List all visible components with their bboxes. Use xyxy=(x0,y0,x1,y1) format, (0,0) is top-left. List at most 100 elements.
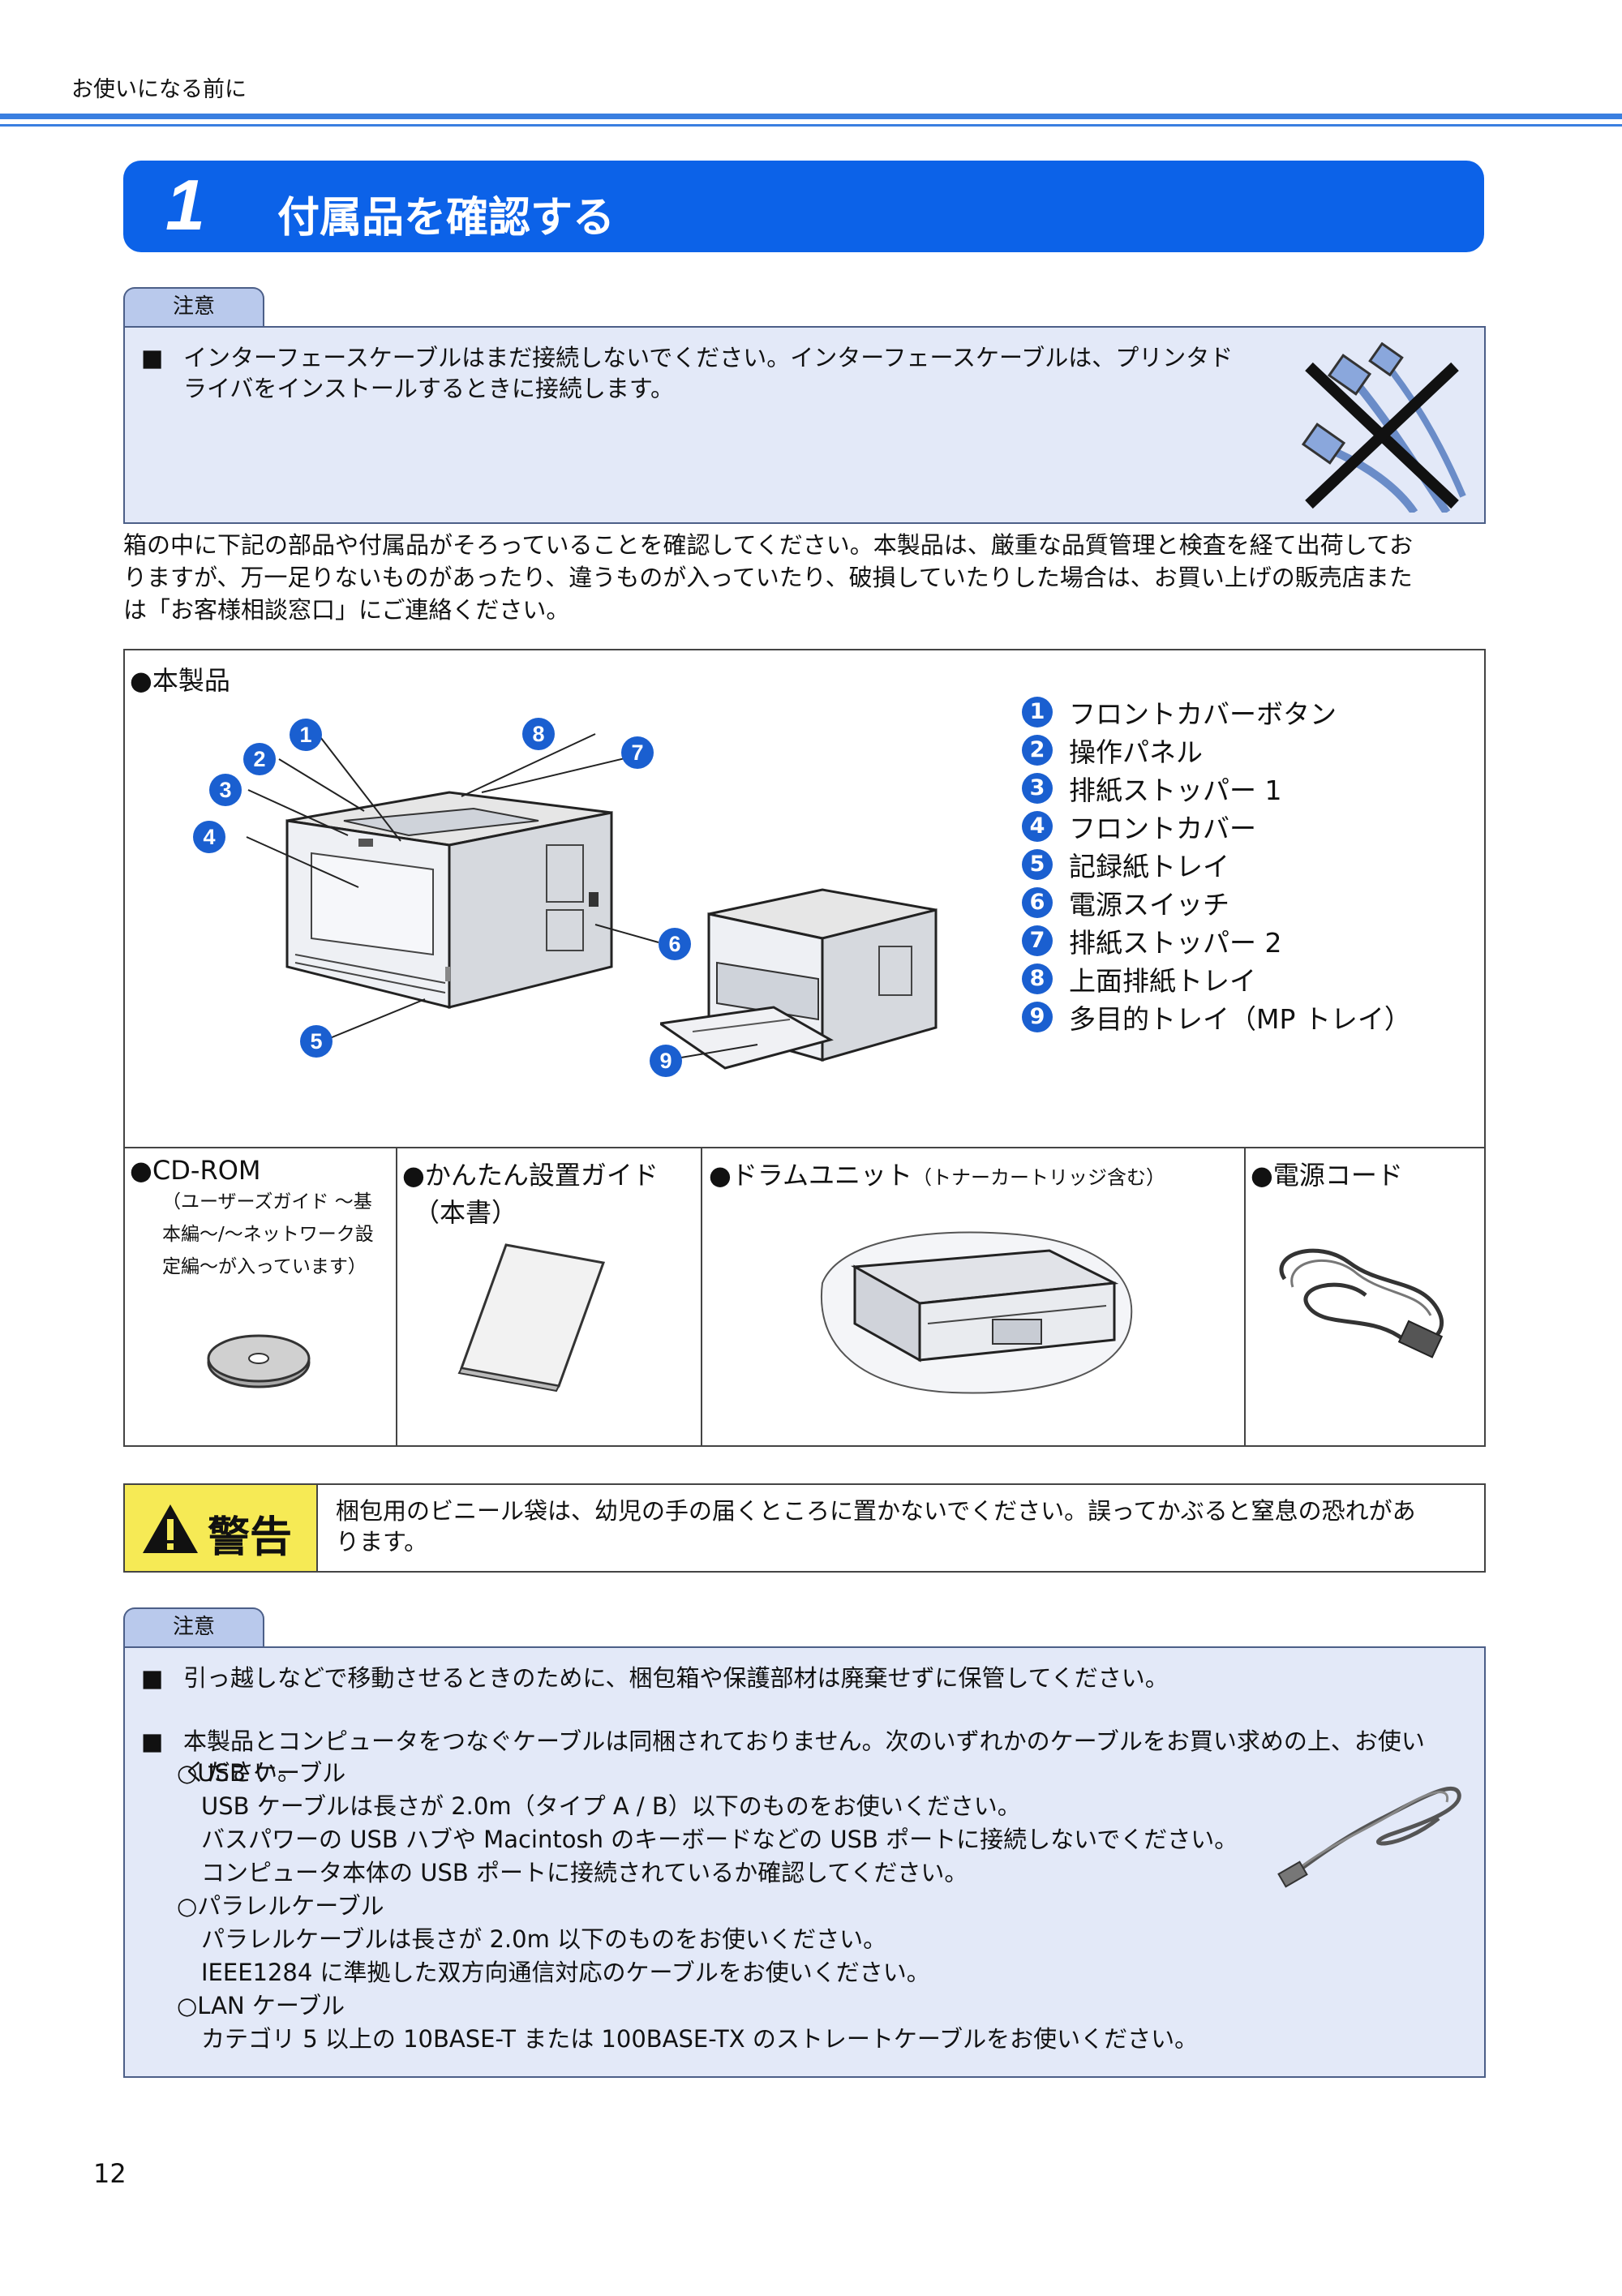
legend-label: 電源スイッチ xyxy=(1069,888,1229,921)
guide-cell: ●かんたん設置ガイド （本書） xyxy=(402,1155,699,1230)
header-rule-thin xyxy=(0,124,1622,127)
caution-box: ■ インターフェースケーブルはまだ接続しないでください。インターフェースケーブル… xyxy=(123,326,1486,524)
legend-item: 1 フロントカバーボタン xyxy=(1022,693,1476,731)
page-number: 12 xyxy=(93,2158,127,2189)
caution-line-1: インターフェースケーブルはまだ接続しないでください。インターフェースケーブルは、… xyxy=(183,344,1234,371)
cable-usb-line: バスパワーの USB ハブや Macintosh のキーボードなどの USB ポ… xyxy=(201,1826,1238,1853)
legend-item: 2 操作パネル xyxy=(1022,731,1476,769)
bullet-square: ■ xyxy=(141,344,164,371)
printer-open-illustration xyxy=(660,888,938,1070)
caution-tab: 注意 xyxy=(123,1607,264,1646)
cdrom-title: ●CD-ROM xyxy=(130,1155,261,1186)
callout-leaders xyxy=(246,733,758,1061)
header-rule xyxy=(0,114,1622,119)
caution-bullet: ■ 引っ越しなどで移動させるときのために、梱包箱や保護部材は廃棄せずに保管してく… xyxy=(141,1663,1505,1693)
warning-triangle-icon xyxy=(143,1504,198,1553)
guide-title: ●かんたん設置ガイド xyxy=(402,1160,659,1191)
legend-label: 上面排紙トレイ xyxy=(1069,964,1256,997)
cable-usb-line: コンピュータ本体の USB ポートに接続されているか確認してください。 xyxy=(201,1859,968,1886)
warning-line-1: 梱包用のビニール袋は、幼児の手の届くところに置かないでください。誤ってかぶると窒… xyxy=(336,1497,1416,1525)
legend-item: 9 多目的トレイ（MP トレイ） xyxy=(1022,998,1476,1036)
caution-bullet: ■ インターフェースケーブルはまだ接続しないでください。インターフェースケーブル… xyxy=(141,342,1400,404)
drum-unit-icon xyxy=(820,1231,1133,1394)
legend-number: 5 xyxy=(1022,848,1053,880)
legend-item: 5 記録紙トレイ xyxy=(1022,845,1476,883)
warning-label: 警告 xyxy=(208,1513,293,1562)
cdrom-line-1: （ユーザーズガイド 〜基 xyxy=(162,1191,372,1212)
intro-line-3: は「お客様相談窓口」にご連絡ください。 xyxy=(123,596,570,624)
drum-title: ●ドラムユニット xyxy=(709,1160,912,1191)
caution-line-2: ライバをインストールするときに接続します。 xyxy=(183,375,674,402)
cdrom-line-2: 本編〜/〜ネットワーク設 xyxy=(162,1224,374,1245)
legend-label: 多目的トレイ（MP トレイ） xyxy=(1069,1002,1411,1035)
callout-1: 1 xyxy=(290,719,322,751)
callout-6: 6 xyxy=(659,928,691,960)
legend-number: 9 xyxy=(1022,1001,1053,1032)
col-divider xyxy=(1244,1147,1246,1445)
legend-number: 1 xyxy=(1022,696,1053,727)
bullet-square: ■ xyxy=(141,1727,164,1755)
no-cable-icon xyxy=(1301,342,1466,513)
printer-illustration xyxy=(285,791,613,1009)
legend-label: フロントカバーボタン xyxy=(1069,697,1337,730)
power-cord-icon xyxy=(1279,1248,1444,1358)
power-cord-title: ●電源コード xyxy=(1251,1160,1403,1191)
cable-parallel-line: IEEE1284 に準拠した双方向通信対応のケーブルをお使いください。 xyxy=(201,1959,930,1986)
drum-subtitle: （トナーカートリッジ含む） xyxy=(912,1166,1165,1189)
warning-label-area: 警告 xyxy=(125,1485,318,1571)
warning-line-2: ります。 xyxy=(336,1528,428,1556)
callout-8: 8 xyxy=(522,718,555,750)
callout-5: 5 xyxy=(300,1025,333,1058)
legend-label: 排紙ストッパー 1 xyxy=(1069,774,1282,806)
legend-number: 8 xyxy=(1022,963,1053,994)
chapter-number: 1 xyxy=(165,165,205,245)
cdrom-description: （ユーザーズガイド 〜基 本編〜/〜ネットワーク設 定編〜が入っています） xyxy=(130,1186,389,1283)
caution-item-1: 引っ越しなどで移動させるときのために、梱包箱や保護部材は廃棄せずに保管してくださ… xyxy=(183,1664,1169,1692)
manual-icon xyxy=(457,1243,606,1393)
cable-usb-line: USB ケーブルは長さが 2.0m（タイプ A / B）以下のものをお使いくださ… xyxy=(201,1792,1021,1820)
cable-lan-name: ○LAN ケーブル xyxy=(177,1992,345,2019)
callout-3: 3 xyxy=(209,774,242,806)
running-header: お使いになる前に xyxy=(71,77,247,102)
legend-item: 6 電源スイッチ xyxy=(1022,883,1476,921)
legend-number: 4 xyxy=(1022,810,1053,842)
legend-label: 操作パネル xyxy=(1069,736,1203,768)
warning-text: 梱包用のビニール袋は、幼児の手の届くところに置かないでください。誤ってかぶると窒… xyxy=(336,1496,1471,1557)
legend-number: 3 xyxy=(1022,772,1053,804)
product-heading: ●本製品 xyxy=(130,665,230,696)
legend-label: フロントカバー xyxy=(1069,812,1256,844)
callout-7: 7 xyxy=(621,736,654,769)
legend-number: 2 xyxy=(1022,734,1053,766)
cdrom-line-3: 定編〜が入っています） xyxy=(162,1256,367,1277)
chapter-title: 付属品を確認する xyxy=(277,194,616,242)
parts-legend: 1 フロントカバーボタン 2 操作パネル 3 排紙ストッパー 1 4 フロントカバー 5… xyxy=(1022,693,1476,1036)
callout-2: 2 xyxy=(243,743,276,775)
chapter-bar: 1 付属品を確認する xyxy=(123,161,1484,252)
row-divider xyxy=(125,1147,1484,1148)
cdrom-icon xyxy=(207,1334,311,1388)
caution-tab: 注意 xyxy=(123,287,264,326)
caution-bullet: ■ 本製品とコンピュータをつなぐケーブルは同梱されておりません。次のいずれかのケ… xyxy=(141,1726,1505,1787)
legend-label: 排紙ストッパー 2 xyxy=(1069,926,1282,959)
warning-box: 警告 梱包用のビニール袋は、幼児の手の届くところに置かないでください。誤ってかぶ… xyxy=(123,1483,1486,1573)
legend-number: 7 xyxy=(1022,925,1053,956)
col-divider xyxy=(701,1147,702,1445)
legend-number: 6 xyxy=(1022,886,1053,918)
cable-parallel-name: ○パラレルケーブル xyxy=(177,1892,384,1920)
callout-4: 4 xyxy=(193,821,225,853)
legend-item: 7 排紙ストッパー 2 xyxy=(1022,921,1476,959)
legend-item: 3 排紙ストッパー 1 xyxy=(1022,769,1476,807)
legend-label: 記録紙トレイ xyxy=(1069,850,1229,882)
intro-paragraph: 箱の中に下記の部品や付属品がそろっていることを確認してください。本製品は、厳重な… xyxy=(123,529,1486,626)
callout-9: 9 xyxy=(650,1045,682,1077)
cable-usb-name: ○USB ケーブル xyxy=(177,1759,346,1787)
power-cord-cell: ●電源コード xyxy=(1251,1155,1478,1192)
contents-frame: ●本製品 1 2 3 4 5 xyxy=(123,649,1486,1447)
cable-list: ○USB ケーブル USB ケーブルは長さが 2.0m（タイプ A / B）以下… xyxy=(177,1757,1393,2056)
legend-item: 4 フロントカバー xyxy=(1022,807,1476,845)
col-divider xyxy=(396,1147,397,1445)
cable-parallel-line: パラレルケーブルは長さが 2.0m 以下のものをお使いください。 xyxy=(201,1925,887,1953)
usb-cable-icon xyxy=(1277,1786,1461,1888)
bullet-square: ■ xyxy=(141,1664,164,1692)
caution-item-2-line-2: ください。 xyxy=(183,1758,302,1786)
